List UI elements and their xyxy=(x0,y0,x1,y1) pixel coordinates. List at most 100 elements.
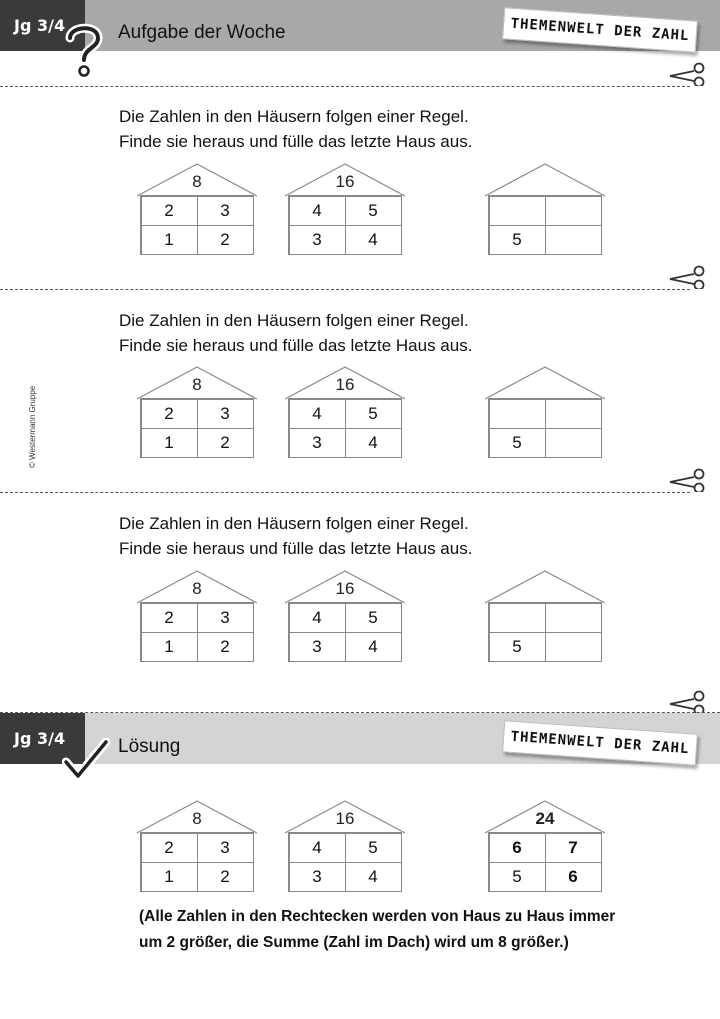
answer-cell[interactable] xyxy=(544,427,602,458)
house-grid: 2 3 1 2 xyxy=(140,398,254,458)
house-grid: 6 7 5 6 xyxy=(488,832,602,892)
house-roof xyxy=(485,163,605,197)
explanation-line: (Alle Zahlen in den Rechtecken werden vo… xyxy=(139,908,616,925)
house-roof xyxy=(285,570,405,604)
number-house: 16 4 5 3 4 xyxy=(285,570,405,664)
roof-number: 24 xyxy=(535,809,555,828)
number-house: 16 4 5 3 4 xyxy=(285,163,405,257)
page-title: Aufgabe der Woche xyxy=(118,22,286,43)
house-cell: 2 xyxy=(140,832,198,863)
answer-cell[interactable] xyxy=(544,631,602,662)
house-cell: 1 xyxy=(140,861,198,892)
house-cell: 3 xyxy=(288,631,346,662)
house-cell: 3 xyxy=(288,224,346,255)
house-roof xyxy=(485,800,605,834)
house-cell: 5 xyxy=(344,195,402,226)
house-cell: 5 xyxy=(488,224,546,255)
house-roof xyxy=(285,163,405,197)
answer-cell[interactable] xyxy=(488,195,546,226)
house-cell: 4 xyxy=(288,602,346,633)
house-roof xyxy=(137,366,257,400)
house-cell: 5 xyxy=(344,832,402,863)
house-cell: 3 xyxy=(288,427,346,458)
house-cell: 5 xyxy=(344,602,402,633)
cut-line xyxy=(0,492,690,493)
number-house: 8 2 3 1 2 xyxy=(137,800,257,894)
checkmark-icon xyxy=(62,738,110,780)
house-cell: 1 xyxy=(140,224,198,255)
house-roof xyxy=(137,800,257,834)
house-cell: 5 xyxy=(488,631,546,662)
house-grid: 4 5 3 4 xyxy=(288,602,402,662)
task-instruction: Die Zahlen in den Häusern folgen einer R… xyxy=(119,511,472,561)
house-cell: 2 xyxy=(140,398,198,429)
roof-number: 8 xyxy=(192,809,202,828)
scissors-icon xyxy=(669,468,705,492)
cut-line xyxy=(0,86,690,87)
solution-house: 24 6 7 5 6 xyxy=(485,800,605,894)
house-roof xyxy=(137,570,257,604)
cut-line xyxy=(0,289,690,290)
roof-number: 16 xyxy=(335,809,355,828)
solution-title: Lösung xyxy=(118,736,181,757)
house-cell: 6 xyxy=(488,832,546,863)
instruction-line: Finde sie heraus und fülle das letzte Ha… xyxy=(119,336,473,355)
house-cell: 4 xyxy=(288,398,346,429)
house-cell: 4 xyxy=(344,861,402,892)
answer-cell[interactable] xyxy=(544,398,602,429)
house-cell: 2 xyxy=(196,224,254,255)
house-grid: 2 3 1 2 xyxy=(140,832,254,892)
explanation-line: um 2 größer, die Summe (Zahl im Dach) wi… xyxy=(139,934,569,951)
instruction-line: Finde sie heraus und fülle das letzte Ha… xyxy=(119,539,473,558)
house-cell: 3 xyxy=(196,832,254,863)
house-cell: 2 xyxy=(196,427,254,458)
scissors-icon xyxy=(669,690,705,714)
house-cell: 4 xyxy=(344,224,402,255)
house-grid: 4 5 3 4 xyxy=(288,195,402,255)
house-cell: 4 xyxy=(288,832,346,863)
answer-cell[interactable] xyxy=(544,195,602,226)
house-roof xyxy=(137,163,257,197)
house-cell: 2 xyxy=(140,195,198,226)
house-cell: 4 xyxy=(344,631,402,662)
house-cell: 5 xyxy=(488,861,546,892)
house-cell: 3 xyxy=(196,602,254,633)
answer-cell[interactable] xyxy=(544,602,602,633)
number-house: 16 4 5 3 4 xyxy=(285,366,405,460)
number-house: 8 2 3 1 2 xyxy=(137,163,257,257)
roof-number: 16 xyxy=(335,579,355,598)
instruction-line: Finde sie heraus und fülle das letzte Ha… xyxy=(119,132,473,151)
house-grid: 2 3 1 2 xyxy=(140,602,254,662)
answer-cell[interactable] xyxy=(488,398,546,429)
house-cell: 3 xyxy=(196,398,254,429)
grade-label: Jg 3/4 xyxy=(0,713,85,764)
house-grid: 5 xyxy=(488,602,602,662)
house-cell: 4 xyxy=(288,195,346,226)
roof-number: 8 xyxy=(192,375,202,394)
house-cell: 6 xyxy=(544,861,602,892)
house-grid: 4 5 3 4 xyxy=(288,832,402,892)
answer-cell[interactable] xyxy=(544,224,602,255)
roof-number: 8 xyxy=(192,172,202,191)
house-grid: 5 xyxy=(488,195,602,255)
house-cell: 5 xyxy=(344,398,402,429)
answer-house: 5 xyxy=(485,163,605,257)
house-cell: 3 xyxy=(288,861,346,892)
house-grid: 4 5 3 4 xyxy=(288,398,402,458)
house-roof xyxy=(285,800,405,834)
house-cell: 1 xyxy=(140,427,198,458)
house-cell: 5 xyxy=(488,427,546,458)
house-grid: 5 xyxy=(488,398,602,458)
answer-cell[interactable] xyxy=(488,602,546,633)
house-grid: 2 3 1 2 xyxy=(140,195,254,255)
house-cell: 2 xyxy=(196,631,254,662)
grade-label: Jg 3/4 xyxy=(0,0,85,51)
number-house: 16 4 5 3 4 xyxy=(285,800,405,894)
question-mark-icon xyxy=(65,23,103,77)
house-cell: 3 xyxy=(196,195,254,226)
house-cell: 2 xyxy=(196,861,254,892)
task-instruction: Die Zahlen in den Häusern folgen einer R… xyxy=(119,308,472,358)
house-roof xyxy=(485,570,605,604)
scissors-icon xyxy=(669,265,705,289)
instruction-line: Die Zahlen in den Häusern folgen einer R… xyxy=(119,311,469,330)
